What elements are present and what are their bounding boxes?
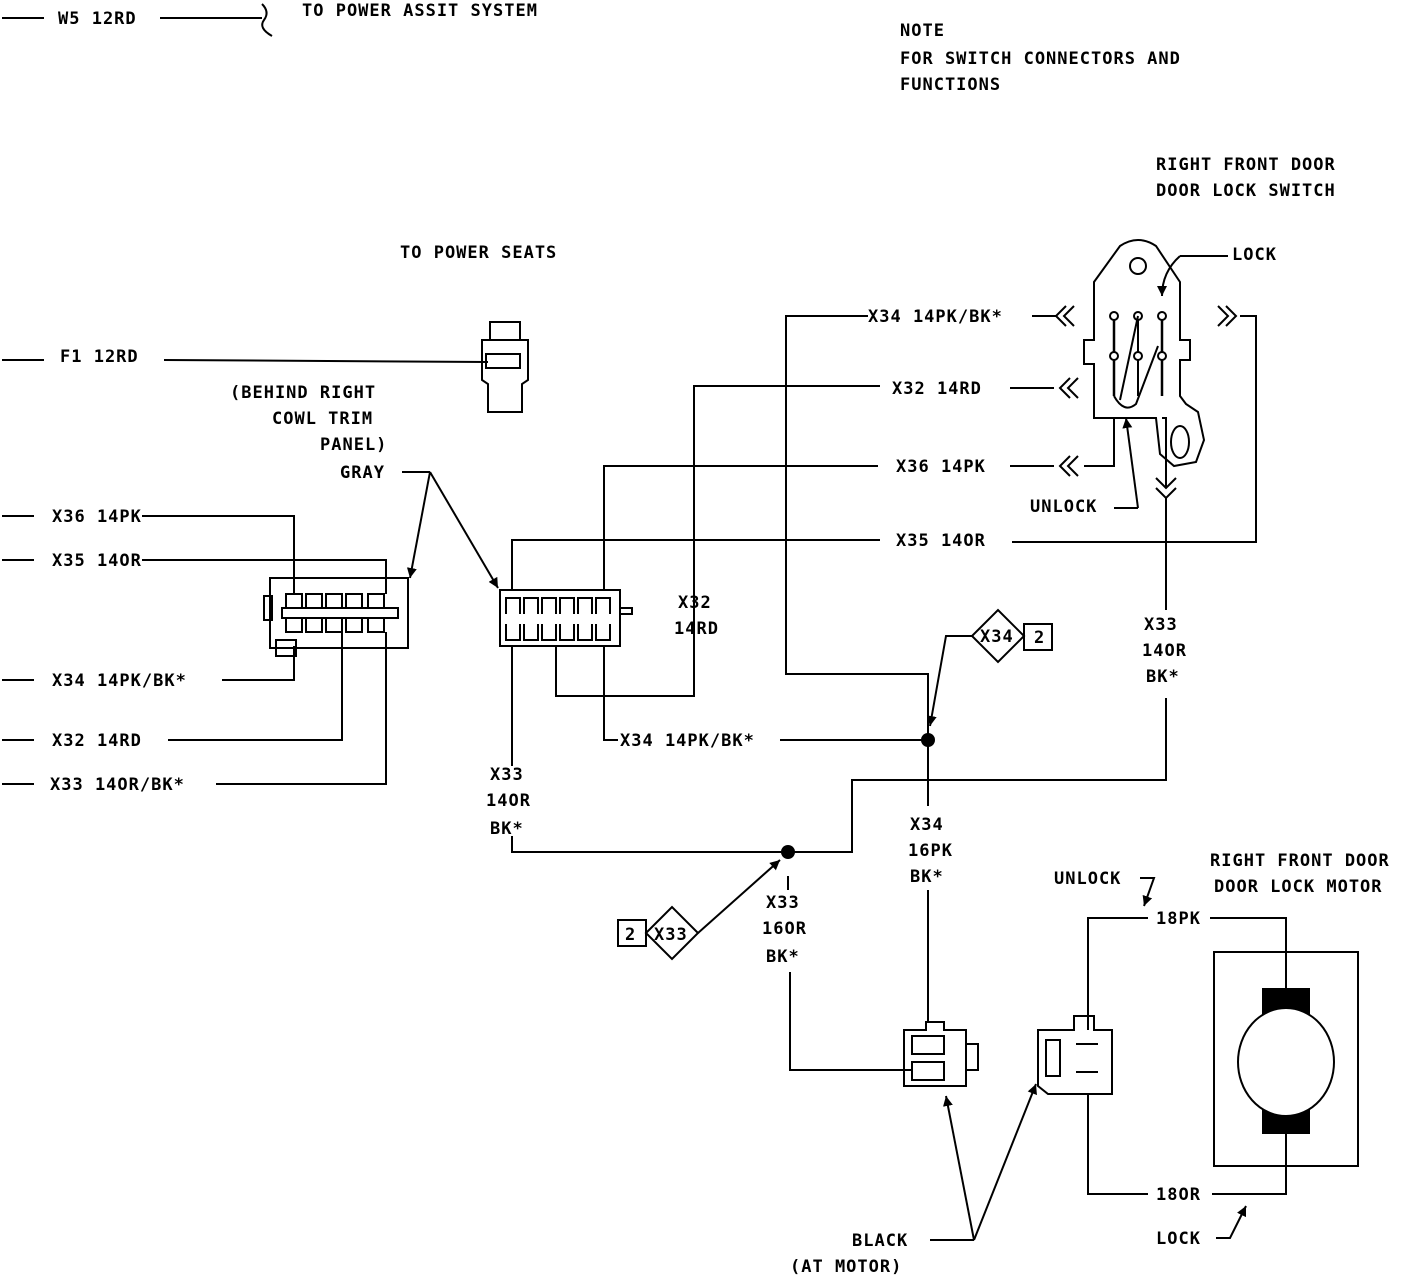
left-x34-label: X34 14PK/BK* — [52, 671, 187, 691]
splice-x33-name: X33 — [654, 925, 688, 945]
motor-lock-label: LOCK — [1156, 1229, 1201, 1249]
left-x32-label: X32 14RD — [52, 731, 142, 751]
x33-mid-color: BK* — [490, 819, 524, 839]
left-x35-label: X35 14OR — [52, 551, 142, 571]
power-seats-connector: TO POWER SEATS F1 12RD — [2, 243, 557, 413]
x34-splice-color: BK* — [910, 867, 944, 887]
x32-mid-label: X32 — [678, 593, 712, 613]
motor-wire-top: 18PK — [1156, 909, 1201, 929]
x34-splice-label: X34 — [910, 815, 944, 835]
left-wire-labels: X36 14PK X35 14OR X34 14PK/BK* X32 14RD … — [2, 507, 187, 795]
f1-wire-label: F1 12RD — [60, 347, 139, 367]
door-lock-motor: RIGHT FRONT DOOR DOOR LOCK MOTOR UNLOCK … — [1054, 851, 1390, 1249]
motor-leads: X34 16PK BK* X33 16OR BK* — [762, 740, 953, 1071]
left-x33-label: X33 14OR/BK* — [50, 775, 185, 795]
gray-label: GRAY — [340, 463, 385, 483]
left-x36-label: X36 14PK — [52, 507, 142, 527]
x33-right-label: X33 — [1144, 615, 1178, 635]
x33-splice-gauge: 16OR — [762, 919, 807, 939]
header: W5 12RD TO POWER ASSIT SYSTEM NOTE FOR S… — [2, 1, 1181, 95]
middle-wire-labels: X32 14RD X34 14PK/BK* X33 14OR BK* — [486, 593, 755, 839]
splice-x34: X34 2 — [921, 608, 1053, 747]
bottom-labels: BLACK (AT MOTOR) — [790, 1083, 1037, 1276]
w5-wire-label: W5 12RD — [58, 9, 137, 29]
note-line1: FOR SWITCH CONNECTORS AND — [900, 49, 1181, 69]
x33-splice-color: BK* — [766, 947, 800, 967]
motor-title-line2: DOOR LOCK MOTOR — [1214, 877, 1383, 897]
door-lock-switch — [1083, 239, 1228, 610]
x33-right-color: BK* — [1146, 667, 1180, 687]
x33-right-gauge: 14OR — [1142, 641, 1187, 661]
right-x32-label: X32 14RD — [892, 379, 982, 399]
cowl-trim-label: COWL TRIM — [272, 409, 373, 429]
splice-x33-num: 2 — [625, 925, 636, 945]
motor-side-connector — [1037, 917, 1148, 1195]
left-connector-description: (BEHIND RIGHT COWL TRIM PANEL) GRAY — [230, 383, 499, 589]
right-x35-label: X35 14OR — [896, 531, 986, 551]
x32-mid-gauge: 14RD — [674, 619, 719, 639]
connector-chevrons — [1054, 305, 1238, 500]
splice-x34-num: 2 — [1034, 628, 1045, 648]
switch-unlock-label: UNLOCK — [1030, 497, 1097, 517]
switch-lock-label: LOCK — [1232, 245, 1277, 265]
note-line2: FUNCTIONS — [900, 75, 1001, 95]
note-title: NOTE — [900, 21, 945, 41]
switch-title-line2: DOOR LOCK SWITCH — [1156, 181, 1336, 201]
power-seats-label: TO POWER SEATS — [400, 243, 557, 263]
motor-unlock-label: UNLOCK — [1054, 869, 1121, 889]
x33-mid-gauge: 14OR — [486, 791, 531, 811]
motor-title-line1: RIGHT FRONT DOOR — [1210, 851, 1390, 871]
middle-connector — [499, 589, 633, 647]
middle-connector-wires — [511, 315, 929, 853]
x33-mid-label: X33 — [490, 765, 524, 785]
left-connector — [263, 577, 409, 657]
harness-motor-connector — [903, 1021, 979, 1087]
x33-splice-label: X33 — [766, 893, 800, 913]
splice-x34-name: X34 — [980, 627, 1014, 647]
right-x36-label: X36 14PK — [896, 457, 986, 477]
right-x34-label: X34 14PK/BK* — [868, 307, 1003, 327]
motor-wire-bottom: 18OR — [1156, 1185, 1201, 1205]
at-motor-label: (AT MOTOR) — [790, 1257, 902, 1276]
splice-x33: 2 X33 — [617, 845, 795, 961]
switch-title-line1: RIGHT FRONT DOOR — [1156, 155, 1336, 175]
power-assist-label: TO POWER ASSIT SYSTEM — [302, 1, 538, 21]
panel-label: PANEL) — [320, 435, 387, 455]
x33-right-leg: X33 14OR BK* — [788, 615, 1187, 853]
left-connector-wires — [142, 515, 387, 785]
behind-right-label: (BEHIND RIGHT — [230, 383, 376, 403]
x34-low-label: X34 14PK/BK* — [620, 731, 755, 751]
break-symbol — [261, 3, 273, 37]
black-label: BLACK — [852, 1231, 908, 1251]
right-wire-labels: X34 14PK/BK* X32 14RD X36 14PK X35 14OR — [868, 307, 1257, 551]
x34-splice-gauge: 16PK — [908, 841, 953, 861]
